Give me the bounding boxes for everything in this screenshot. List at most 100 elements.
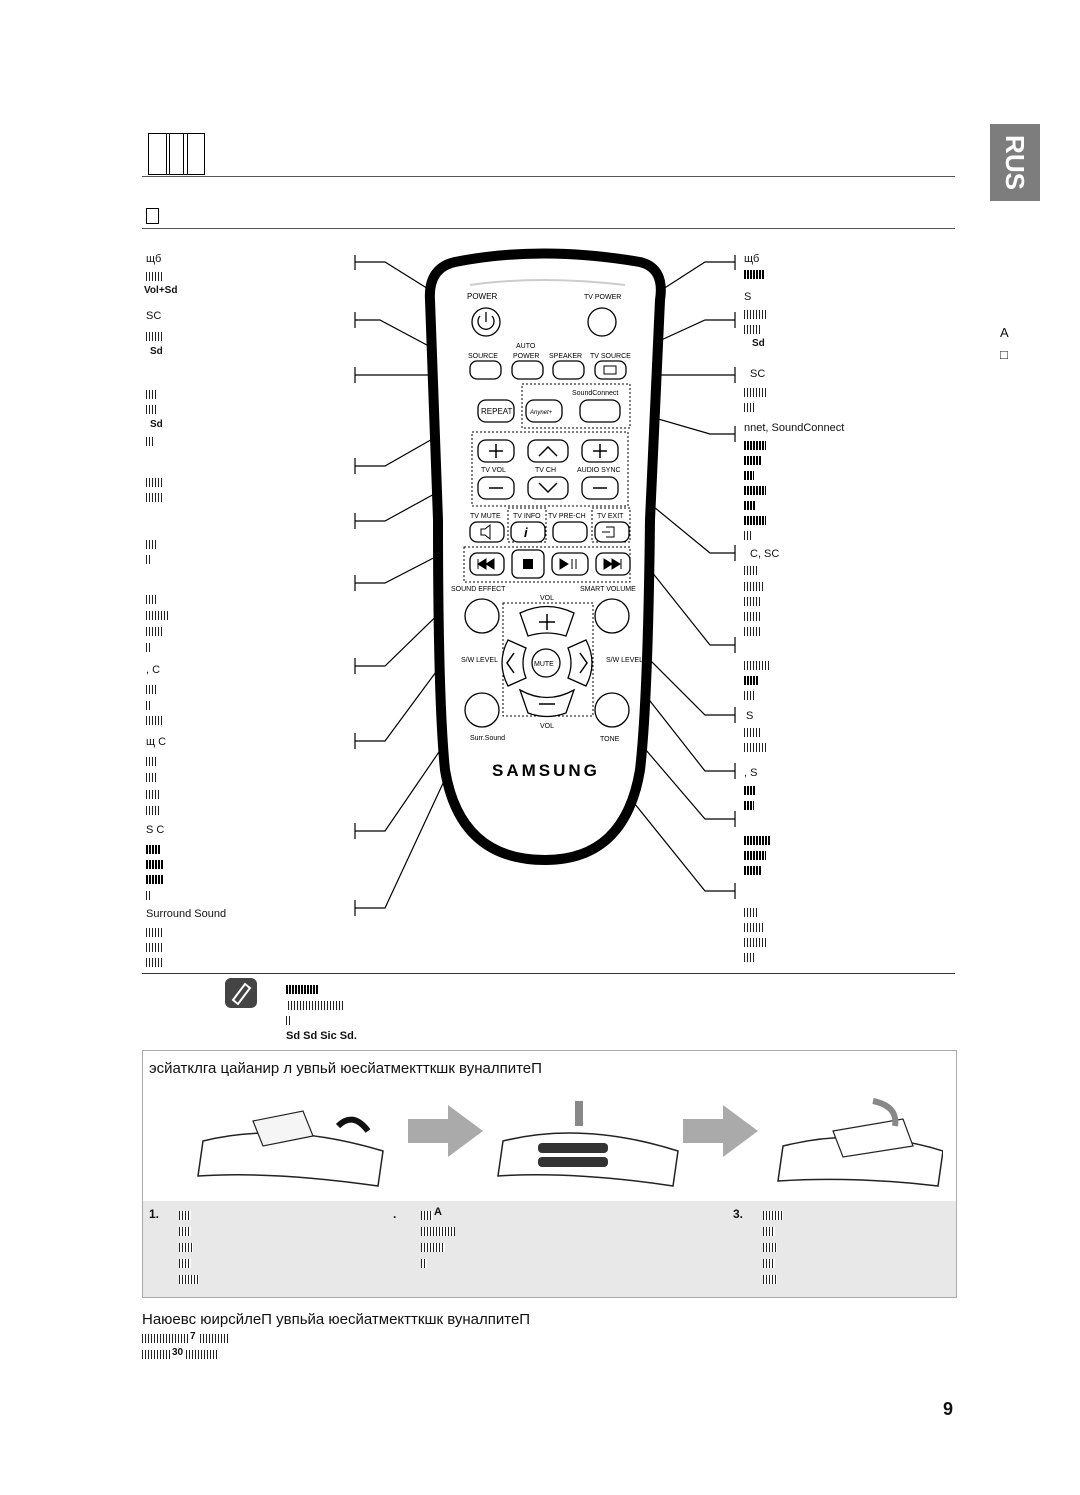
right-label-2: S xyxy=(744,291,752,303)
anynet-label: Anynet+ xyxy=(529,410,553,416)
sw-level-right-label: S/W LEVEL xyxy=(606,657,643,664)
page-number: 9 xyxy=(943,1399,954,1419)
subheader-rule xyxy=(142,228,955,229)
side-glyph-a: A xyxy=(1000,325,1009,340)
right-label-8: , S xyxy=(744,767,758,779)
right-label-6: C, SC xyxy=(750,548,780,560)
source-label: SOURCE xyxy=(468,353,498,360)
step-2-number: . xyxy=(393,1207,397,1221)
skip-back-icon xyxy=(477,558,495,570)
chevron-down-icon xyxy=(538,482,558,494)
left-label-4: Sd xyxy=(150,346,163,357)
battery-heading: эсйатклга цайанир л увпьй юесйатмектткшк… xyxy=(149,1060,542,1077)
speaker-label: SPEAKER xyxy=(549,353,582,360)
anynet-button[interactable] xyxy=(525,399,563,423)
range-heading: Наюевс юирсйлеП увпьйа юесйатмектткшк ву… xyxy=(142,1311,531,1328)
surr-sound-label: Surr.Sound xyxy=(470,735,505,742)
tv-exit-label: TV EXIT xyxy=(597,513,624,520)
tv-prech-label: TV PRE-CH xyxy=(548,513,586,520)
repeat-button[interactable] xyxy=(477,399,515,423)
tv-power-label: TV POWER xyxy=(584,294,621,301)
samsung-logo: SAMSUNG xyxy=(492,761,600,780)
tv-info-button[interactable] xyxy=(510,521,546,543)
sound-effect-label: SOUND EFFECT xyxy=(451,586,506,593)
battery-illustration xyxy=(197,1098,943,1187)
tv-power-button[interactable] xyxy=(587,307,617,337)
sw-level-left-label: S/W LEVEL xyxy=(461,657,498,664)
auto-label: AUTO xyxy=(516,343,536,350)
chevron-up-icon xyxy=(538,445,558,457)
speaker-mute-icon xyxy=(480,523,491,541)
skip-forward-icon xyxy=(603,558,622,570)
vol-bottom-label: VOL xyxy=(540,723,554,730)
leader-lines xyxy=(354,255,736,916)
tv-source-label: TV SOURCE xyxy=(590,353,631,360)
play-pause-icon xyxy=(559,558,577,570)
plus-icon xyxy=(489,444,503,458)
left-label-7: щ C xyxy=(146,736,167,748)
left-label-9: Surround Sound xyxy=(146,908,227,920)
right-label-1: щб xyxy=(744,253,760,265)
tv-vol-label: TV VOL xyxy=(481,467,506,474)
battery-steps: 1. . A 3. xyxy=(143,1201,956,1297)
power-label: POWER xyxy=(467,292,497,301)
chevron-right-icon xyxy=(579,652,588,674)
header-rule xyxy=(142,176,955,177)
subheader-glyph xyxy=(146,208,159,224)
stop-icon xyxy=(523,559,533,569)
power-icon xyxy=(477,312,495,330)
left-label-2: Vol+Sd xyxy=(144,285,178,296)
note-text: Sd Sd Sic Sd. xyxy=(286,1030,357,1042)
soundconnect-button[interactable] xyxy=(579,399,621,423)
sound-effect-button[interactable] xyxy=(464,598,500,634)
info-icon: i xyxy=(524,525,528,540)
step-3-number: 3. xyxy=(733,1207,744,1221)
right-label-7: S xyxy=(746,710,754,722)
tv-prech-button[interactable] xyxy=(552,521,588,543)
plus-icon xyxy=(539,614,555,630)
sw-level-up-button[interactable] xyxy=(567,639,593,687)
tv-source-button[interactable] xyxy=(594,360,627,380)
speaker-button[interactable] xyxy=(552,360,585,380)
tv-source-icon xyxy=(603,365,617,375)
range-number-2: 30 xyxy=(172,1347,184,1358)
tone-button[interactable] xyxy=(594,692,630,728)
tv-ch-label: TV CH xyxy=(535,467,556,474)
remote-diagram: POWER TV POWER AUTO SOURCE POWER SPEAKER… xyxy=(354,248,736,916)
tv-ch-up-button[interactable] xyxy=(527,439,569,463)
tv-mute-label: TV MUTE xyxy=(470,513,501,520)
mute-button[interactable] xyxy=(531,648,561,678)
chevron-left-icon xyxy=(506,652,515,674)
auto-power-label: POWER xyxy=(513,353,539,360)
language-tab: RUS xyxy=(990,124,1040,201)
left-label-6: , C xyxy=(146,664,161,676)
smart-volume-label: SMART VOLUME xyxy=(580,586,636,593)
smart-volume-button[interactable] xyxy=(594,598,630,634)
range-number-1: 7 xyxy=(190,1331,196,1342)
tv-mute-button[interactable] xyxy=(469,521,505,543)
surr-sound-button[interactable] xyxy=(464,692,500,728)
audio-sync-label: AUDIO SYNC xyxy=(577,467,621,474)
plus-icon xyxy=(593,444,607,458)
tv-ch-down-button[interactable] xyxy=(527,476,569,500)
step-2-mark: A xyxy=(434,1206,442,1218)
side-glyph-b: □ xyxy=(1000,347,1008,362)
left-label-5: Sd xyxy=(150,419,163,430)
battery-section: эсйатклга цайанир л увпьй юесйатмектткшк… xyxy=(142,1050,957,1298)
mute-label: MUTE xyxy=(534,661,554,668)
right-label-4: SC xyxy=(750,368,766,380)
source-button[interactable] xyxy=(469,360,502,380)
tv-exit-button[interactable] xyxy=(594,521,630,543)
tone-label: TONE xyxy=(600,736,620,743)
sw-level-down-button[interactable] xyxy=(501,639,527,687)
auto-power-button[interactable] xyxy=(511,360,544,380)
play-pause-button[interactable] xyxy=(551,552,589,576)
left-label-3: SC xyxy=(146,310,162,322)
soundconnect-label: SoundConnect xyxy=(572,390,618,397)
exit-icon xyxy=(602,526,615,538)
note-rule xyxy=(142,973,955,974)
repeat-label: REPEAT xyxy=(481,407,513,416)
left-label-8: S C xyxy=(146,824,165,836)
left-label-1: щб xyxy=(146,253,162,265)
right-label-3: Sd xyxy=(752,338,765,349)
